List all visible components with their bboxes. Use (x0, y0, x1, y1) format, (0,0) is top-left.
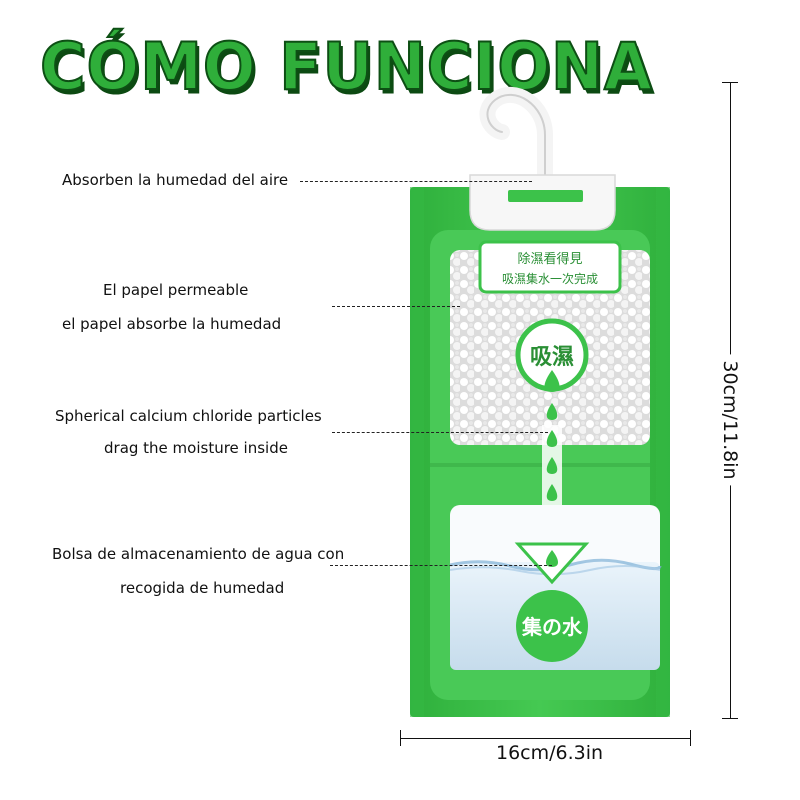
box-line-1: 除濕看得見 (517, 251, 582, 267)
label-absorb-air: Absorben la humedad del aire (62, 171, 289, 189)
svg-text:集の水: 集の水 (521, 615, 583, 639)
label-bag-1: Bolsa de almacenamiento de agua con (52, 545, 345, 563)
label-particles-1: Spherical calcium chloride particles (55, 407, 322, 425)
width-dimension-label: 16cm/6.3in (496, 742, 604, 764)
leader-line-particles (332, 432, 548, 433)
leader-line-paper (332, 306, 460, 307)
leader-line-bag (330, 565, 552, 566)
dehumidifier-bag-illustration: 除濕看得見 吸濕集水一次完成 吸濕 集の水 (410, 87, 670, 717)
leader-line-absorb (300, 181, 532, 182)
water-badge (516, 590, 588, 662)
label-particles-2: drag the moisture inside (104, 439, 288, 457)
label-paper-1: El papel permeable (103, 281, 249, 299)
svg-text:吸濕: 吸濕 (530, 345, 574, 370)
height-dimension-label: 30cm/11.8in (719, 354, 741, 486)
width-dimension-line (400, 738, 690, 739)
page-title: CÓMO FUNCIONA (39, 27, 653, 106)
label-bag-2: recogida de humedad (120, 579, 285, 597)
label-paper-2: el papel absorbe la humedad (62, 315, 282, 333)
hanger-plate (469, 174, 616, 231)
box-line-2: 吸濕集水一次完成 (502, 271, 598, 286)
